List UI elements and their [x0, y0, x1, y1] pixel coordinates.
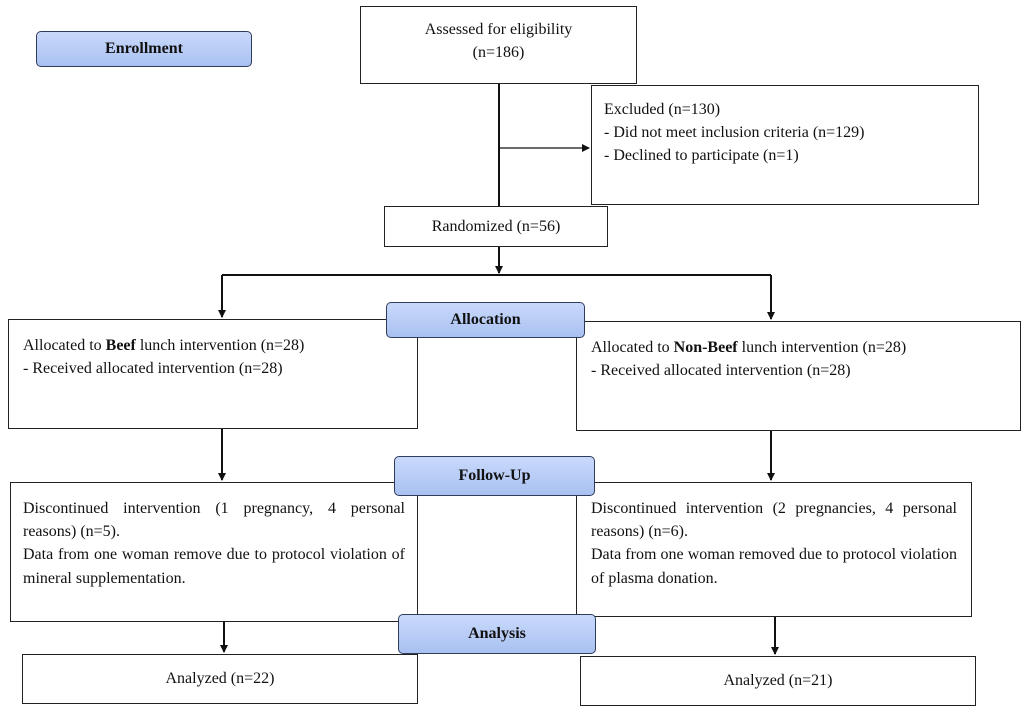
randomized-box: Randomized (n=56) [384, 206, 608, 247]
nonbeef-allocation-box: Allocated to Non-Beef lunch intervention… [576, 321, 1021, 431]
beef-removed-text: Data from one woman remove due to protoc… [23, 546, 405, 587]
assessed-box: Assessed for eligibility (n=186) [360, 6, 637, 84]
randomized-label: Randomized (n=56) [431, 217, 561, 235]
beef-received-text: - Received allocated intervention (n=28) [23, 360, 283, 378]
assessed-label: Assessed for eligibility [424, 20, 573, 38]
beef-followup-box: Discontinued intervention (1 pregnancy, … [10, 482, 418, 622]
allocation-stage-label: Allocation [386, 302, 585, 338]
beef-allocation-text: Allocated to Beef lunch intervention (n=… [23, 334, 403, 357]
nonbeef-allocation-text: Allocated to Non-Beef lunch intervention… [591, 336, 1006, 359]
nonbeef-removed-text: Data from one woman removed due to proto… [591, 546, 957, 587]
beef-discontinued-text: Discontinued intervention (1 pregnancy, … [23, 500, 405, 541]
beef-analyzed-label: Analyzed (n=22) [165, 670, 275, 688]
excluded-title: Excluded (n=130) [604, 101, 721, 118]
beef-allocation-suffix: lunch intervention (n=28) [135, 337, 305, 354]
nonbeef-allocation-suffix: lunch intervention (n=28) [737, 339, 907, 356]
beef-allocation-box: Allocated to Beef lunch intervention (n=… [8, 319, 418, 429]
beef-group-name: Beef [105, 337, 136, 354]
analysis-stage-label: Analysis [398, 614, 596, 654]
follow-up-stage-label: Follow-Up [394, 456, 595, 496]
excluded-reason: - Did not meet inclusion criteria (n=129… [604, 124, 865, 142]
nonbeef-followup-box: Discontinued intervention (2 pregnancies… [576, 482, 972, 617]
nonbeef-allocation-prefix: Allocated to [591, 339, 674, 356]
excluded-box: Excluded (n=130) - Did not meet inclusio… [591, 85, 979, 205]
beef-analyzed-box: Analyzed (n=22) [22, 654, 418, 704]
nonbeef-analyzed-box: Analyzed (n=21) [580, 656, 976, 706]
nonbeef-discontinued-text: Discontinued intervention (2 pregnancies… [591, 500, 957, 541]
excluded-reason: - Declined to participate (n=1) [604, 147, 799, 165]
beef-allocation-prefix: Allocated to [23, 337, 106, 354]
nonbeef-group-name: Non-Beef [673, 339, 738, 356]
enrollment-stage-label: Enrollment [36, 31, 252, 67]
nonbeef-analyzed-label: Analyzed (n=21) [723, 672, 833, 690]
assessed-count: (n=186) [472, 44, 525, 61]
nonbeef-received-text: - Received allocated intervention (n=28) [591, 362, 851, 380]
